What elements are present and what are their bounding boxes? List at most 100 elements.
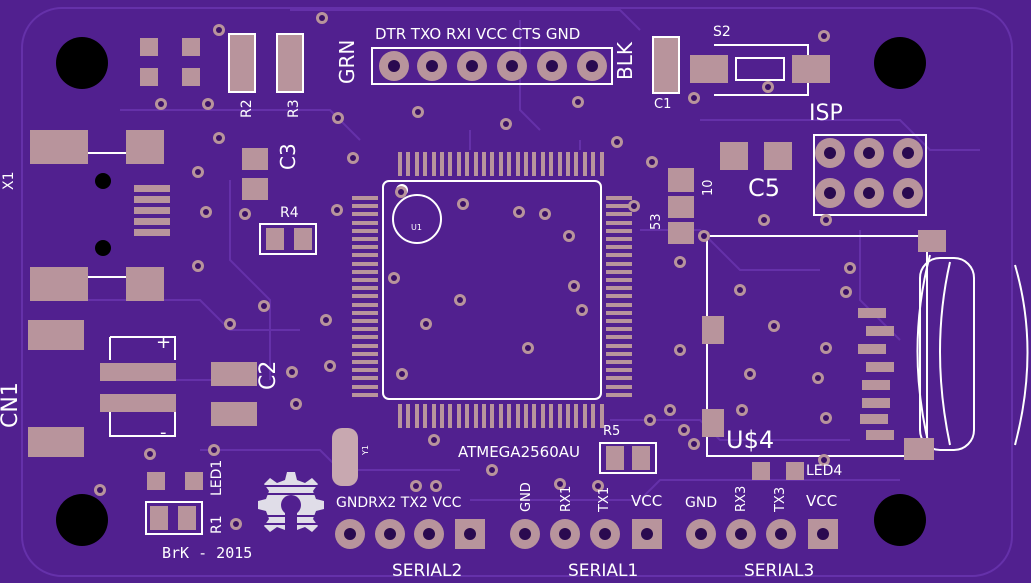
mcu-pin: [606, 278, 632, 282]
y1-crystal: [332, 428, 358, 486]
via: [230, 518, 242, 530]
via: [202, 98, 214, 110]
serial3-gnd: GND: [685, 495, 718, 511]
s2-pad: [792, 55, 830, 83]
via: [396, 368, 408, 380]
x1-pad: [126, 130, 164, 164]
mcu-pin: [352, 237, 378, 241]
r-pad: [668, 168, 694, 192]
via: [332, 112, 344, 124]
via: [762, 81, 774, 93]
cn1-pad: [100, 363, 176, 381]
mcu-pin: [507, 404, 512, 428]
mcu-pin: [606, 310, 632, 315]
u4-pad: [918, 230, 946, 252]
label-s2: S2: [713, 24, 731, 40]
mcu-pin: [352, 302, 378, 307]
via: [420, 318, 432, 330]
mcu-pin: [473, 404, 478, 428]
r-pad: [668, 222, 694, 244]
mcu-pin: [482, 404, 486, 428]
via: [576, 304, 588, 316]
mcu-pin: [515, 404, 520, 428]
serial2-pin: [414, 519, 444, 549]
mcu-pin: [352, 212, 378, 217]
via: [539, 208, 551, 220]
mcu-pin: [398, 404, 402, 428]
u4-pad: [702, 409, 724, 437]
label-c1: C1: [654, 97, 672, 112]
mcu-pin: [591, 152, 596, 176]
label-c5: C5: [748, 174, 781, 202]
label-blk: BLK: [613, 42, 637, 80]
label-led1: LED1: [209, 459, 225, 496]
isp-pin: [854, 178, 884, 208]
via: [410, 480, 422, 492]
ftdi-pin: [457, 51, 487, 81]
serial1-pin: [590, 519, 620, 549]
label-u1: U1: [411, 223, 422, 232]
sd-contact: [862, 398, 890, 408]
serial1-rx: RX1: [559, 485, 574, 512]
r1-pad: [150, 506, 168, 530]
mcu-pin: [352, 220, 378, 225]
mcu-pin: [482, 152, 486, 176]
mcu-pin: [431, 152, 436, 176]
mcu-pin: [352, 310, 378, 315]
mcu-pin: [606, 319, 632, 323]
mcu-pin: [582, 404, 587, 428]
mcu-pin: [456, 152, 461, 176]
mcu-pin: [352, 351, 378, 356]
mcu-pin: [498, 152, 503, 176]
label-r2: R2: [239, 99, 255, 118]
mcu-pin: [465, 152, 470, 176]
x1-pad: [30, 130, 88, 164]
via: [454, 294, 466, 306]
mcu-pin: [524, 404, 528, 428]
via: [94, 484, 106, 496]
led4-pad: [752, 462, 770, 480]
mcu-pin: [423, 152, 428, 176]
isp-pin: [893, 178, 923, 208]
led4-pad: [786, 462, 804, 480]
label-y1: Y1: [361, 445, 370, 455]
isp-pin: [893, 138, 923, 168]
via: [316, 12, 328, 24]
mcu-pin: [606, 392, 632, 397]
c3-pad: [242, 178, 268, 200]
mcu-pin: [606, 368, 632, 373]
c2-pad: [211, 402, 257, 426]
cn1-pad: [28, 320, 84, 350]
serial1-gnd: GND: [519, 482, 534, 512]
mcu-pin: [465, 404, 470, 428]
sd-contact: [866, 430, 894, 440]
label-r1: R1: [209, 515, 225, 534]
via: [500, 118, 512, 130]
mcu-pin: [440, 404, 444, 428]
mcu-pin: [606, 343, 632, 348]
via: [428, 434, 440, 446]
via: [347, 152, 359, 164]
via: [568, 280, 580, 292]
serial3-rx: RX3: [734, 485, 749, 512]
usb-hole-2: [95, 240, 111, 256]
credit: BrK - 2015: [162, 544, 253, 562]
serial2-pin: [375, 519, 405, 549]
via: [320, 314, 332, 326]
label-mcu: ATMEGA2560AU: [458, 443, 580, 461]
via: [820, 412, 832, 424]
ftdi-pin: [497, 51, 527, 81]
mcu-pin: [414, 404, 419, 428]
serial2-rx: RX2: [368, 495, 397, 511]
label-c2: C2: [256, 360, 281, 390]
via: [734, 284, 746, 296]
mcu-pin: [574, 152, 579, 176]
mcu-pin: [549, 152, 554, 176]
mounting-hole-bl: [56, 494, 108, 546]
mcu-pin: [574, 404, 579, 428]
s2-pad: [690, 55, 728, 83]
mcu-pin: [352, 261, 378, 266]
via: [239, 208, 251, 220]
ftdi-pin: [577, 51, 607, 81]
